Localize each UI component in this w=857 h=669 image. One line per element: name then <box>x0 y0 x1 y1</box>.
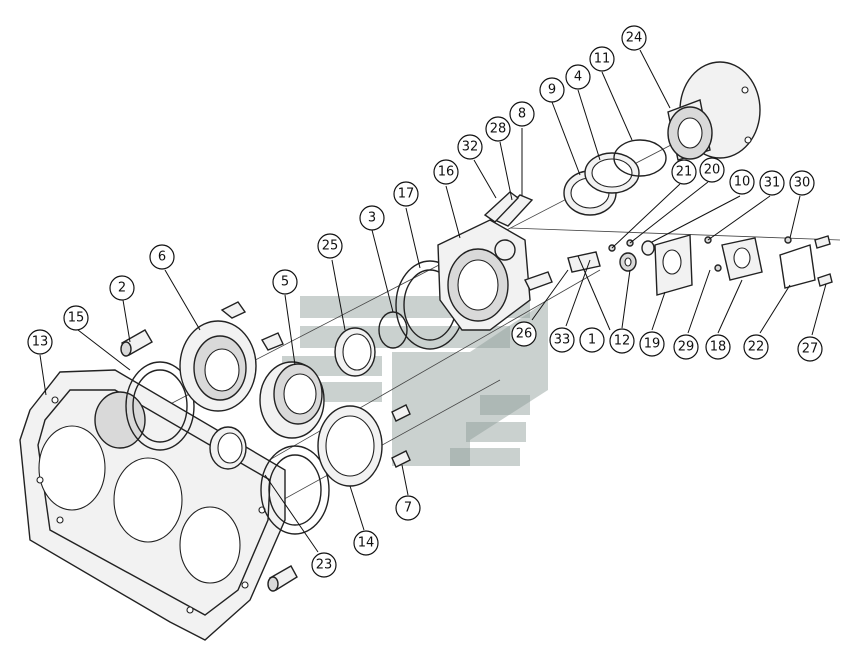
bearing-cover-6 <box>179 301 284 412</box>
svg-text:1: 1 <box>588 333 596 348</box>
svg-text:28: 28 <box>490 122 507 137</box>
callout-32: 32 <box>457 134 483 160</box>
svg-text:29: 29 <box>678 340 695 355</box>
svg-text:21: 21 <box>676 165 693 180</box>
seals-9-4-11 <box>563 139 667 216</box>
svg-text:26: 26 <box>516 327 533 342</box>
svg-text:20: 20 <box>704 163 721 178</box>
callout-19: 19 <box>639 331 665 357</box>
svg-text:23: 23 <box>316 558 333 573</box>
svg-text:24: 24 <box>626 31 643 46</box>
svg-text:11: 11 <box>594 52 611 67</box>
callout-25: 25 <box>317 233 343 259</box>
callout-18: 18 <box>705 334 731 360</box>
callout-24: 24 <box>621 25 647 51</box>
svg-text:17: 17 <box>398 187 415 202</box>
callout-30: 30 <box>789 170 815 196</box>
svg-text:6: 6 <box>158 250 166 265</box>
gasket-15 <box>125 361 195 451</box>
callout-17: 17 <box>393 181 419 207</box>
svg-text:18: 18 <box>710 340 727 355</box>
callout-3: 3 <box>359 205 385 231</box>
callout-28: 28 <box>485 116 511 142</box>
svg-text:33: 33 <box>554 333 571 348</box>
callout-4: 4 <box>565 64 591 90</box>
callout-2: 2 <box>109 275 135 301</box>
callout-33: 33 <box>549 327 575 353</box>
svg-text:22: 22 <box>748 340 765 355</box>
callout-12: 12 <box>609 328 635 354</box>
svg-text:30: 30 <box>794 176 811 191</box>
svg-text:32: 32 <box>462 140 479 155</box>
svg-text:13: 13 <box>32 335 49 350</box>
svg-text:31: 31 <box>764 176 781 191</box>
ring-and-gasket-23 <box>209 426 330 535</box>
flange-gasket-14 <box>317 405 383 487</box>
callout-22: 22 <box>743 334 769 360</box>
sensor-bracket-parts <box>704 235 833 289</box>
bearing-5 <box>259 361 325 439</box>
svg-text:3: 3 <box>368 211 376 226</box>
svg-text:16: 16 <box>438 165 455 180</box>
callout-20: 20 <box>699 157 725 183</box>
svg-text:5: 5 <box>281 275 289 290</box>
callout-6: 6 <box>149 244 175 270</box>
callout-15: 15 <box>63 305 89 331</box>
callout-10: 10 <box>729 169 755 195</box>
callout-29: 29 <box>673 334 699 360</box>
housing-plate <box>19 369 286 641</box>
callouts: 1 2 3 4 5 6 7 8 9 10 11 12 13 14 15 16 1… <box>27 25 823 578</box>
svg-text:15: 15 <box>68 311 85 326</box>
svg-text:8: 8 <box>518 107 526 122</box>
callout-16: 16 <box>433 159 459 185</box>
svg-text:12: 12 <box>614 334 631 349</box>
callout-5: 5 <box>272 269 298 295</box>
bolts-7 <box>391 404 411 468</box>
callout-31: 31 <box>759 170 785 196</box>
callout-11: 11 <box>589 46 615 72</box>
callout-27: 27 <box>797 336 823 362</box>
callout-21: 21 <box>671 159 697 185</box>
callout-26: 26 <box>511 321 537 347</box>
leader-lines <box>39 49 827 553</box>
housing-16 <box>437 191 553 331</box>
svg-text:19: 19 <box>644 337 661 352</box>
svg-text:7: 7 <box>404 501 412 516</box>
callout-14: 14 <box>353 530 379 556</box>
callout-8: 8 <box>509 101 535 127</box>
output-flange-24 <box>667 61 761 161</box>
dowel-pins <box>120 329 298 592</box>
svg-text:27: 27 <box>802 342 819 357</box>
rings-25-3 <box>334 311 408 377</box>
svg-text:25: 25 <box>322 239 339 254</box>
svg-text:10: 10 <box>734 175 751 190</box>
svg-text:2: 2 <box>118 281 126 296</box>
svg-text:4: 4 <box>574 70 582 85</box>
sensor-assembly-parts <box>567 234 693 296</box>
callout-9: 9 <box>539 77 565 103</box>
svg-text:14: 14 <box>358 536 375 551</box>
svg-text:9: 9 <box>548 83 556 98</box>
callout-13: 13 <box>27 329 53 355</box>
callout-7: 7 <box>395 495 421 521</box>
callout-1: 1 <box>579 327 605 353</box>
callout-23: 23 <box>311 552 337 578</box>
